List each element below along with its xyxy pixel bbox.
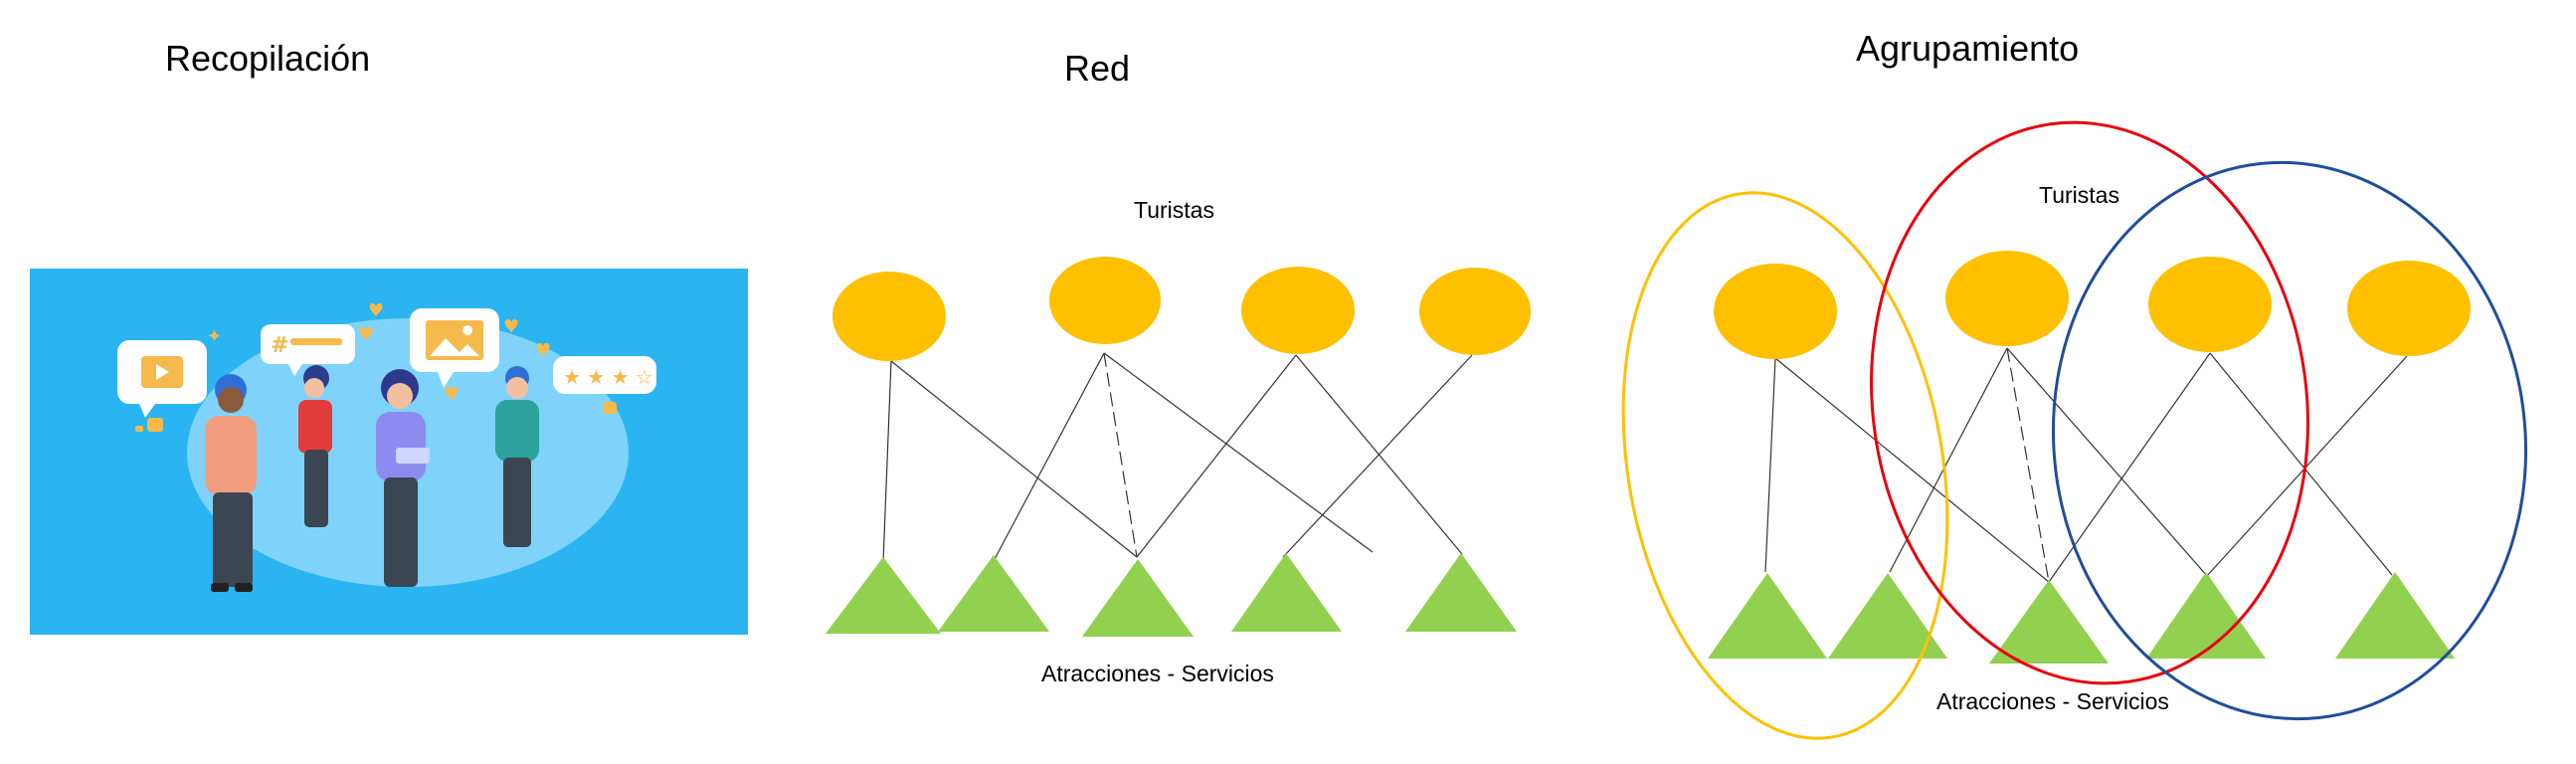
svg-text:♥: ♥ (535, 340, 551, 361)
cluster-3-outline (2051, 160, 2528, 721)
cluster-attraction-nodes (1708, 572, 2455, 664)
star-rating-icon: ★ ★ ★ ☆ (553, 356, 656, 394)
person-4 (495, 366, 539, 547)
tourist-node-3 (1241, 267, 1355, 354)
attraction-node-2 (1828, 573, 1947, 659)
image-icon (410, 308, 499, 388)
svg-text:♥: ♥ (503, 316, 519, 337)
attraction-node-4 (1231, 553, 1342, 632)
network-attraction-nodes (826, 553, 1517, 637)
clustering-attractions-label: Atracciones - Servicios (1936, 688, 2169, 714)
cluster-1-outline (1621, 191, 1949, 740)
attraction-node-3 (1082, 559, 1194, 637)
attraction-node-1 (1708, 573, 1827, 659)
attraction-node-2 (938, 555, 1049, 632)
tourist-node-4 (1419, 268, 1531, 355)
network-graph (826, 257, 1531, 637)
tourist-node-3 (2148, 257, 2272, 352)
svg-text:★ ★ ★ ☆: ★ ★ ★ ☆ (563, 365, 653, 389)
attraction-node-4 (2146, 572, 2266, 659)
cluster-edges (1764, 347, 2408, 583)
network-edges (882, 352, 1473, 563)
cluster-ellipses (1621, 120, 2528, 740)
cluster-tourist-nodes (1714, 251, 2471, 359)
network-attractions-label: Atracciones - Servicios (1041, 661, 1274, 686)
collection-title: Recopilación (165, 38, 371, 79)
tourist-node-2 (1945, 251, 2069, 346)
svg-text:✦: ✦ (207, 326, 222, 347)
thumbs-up-icon (135, 402, 617, 432)
clustering-title: Agrupamiento (1856, 28, 2080, 69)
tourist-node-2 (1049, 257, 1161, 344)
tourist-node-1 (832, 272, 946, 361)
network-title: Red (1064, 48, 1131, 89)
network-tourist-nodes (832, 257, 1531, 361)
person-2 (298, 365, 332, 527)
svg-text:♥: ♥ (444, 384, 460, 405)
clustering-graph (1621, 120, 2528, 740)
svg-text:♥: ♥ (368, 300, 384, 321)
attraction-node-5 (2335, 572, 2455, 659)
person-3 (376, 369, 430, 587)
social-media-illustration: # ★ ★ ★ ☆ ♥ ♥ ♥ ♥ ♥ ✦ (30, 269, 748, 635)
attraction-node-1 (826, 557, 941, 634)
attraction-node-5 (1405, 553, 1517, 632)
clustering-tourists-label: Turistas (2039, 182, 2119, 208)
svg-text:♥: ♥ (358, 324, 374, 345)
tourist-node-1 (1714, 264, 1837, 359)
person-1 (205, 374, 257, 592)
hashtag-icon: # (261, 324, 355, 376)
network-tourists-label: Turistas (1134, 197, 1214, 223)
play-icon (117, 340, 207, 418)
svg-text:#: # (271, 333, 288, 358)
heart-icon: ♥ ♥ ♥ ♥ ♥ ✦ (207, 300, 551, 405)
tourist-node-4 (2347, 261, 2471, 356)
attraction-node-3 (1989, 580, 2109, 664)
cluster-2-outline (1870, 120, 2309, 685)
